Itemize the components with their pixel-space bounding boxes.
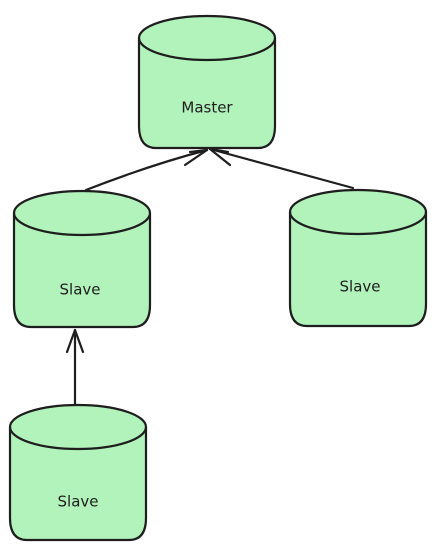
database-icon bbox=[12, 189, 152, 329]
node-slave-bottom-label: Slave bbox=[58, 493, 99, 511]
node-slave-right: Slave bbox=[288, 188, 428, 328]
node-master: Master bbox=[137, 14, 277, 150]
edge-slave-bottom-to-slave-left bbox=[65, 328, 85, 406]
node-slave-left: Slave bbox=[12, 189, 152, 329]
node-master-label: Master bbox=[181, 99, 233, 117]
node-slave-bottom: Slave bbox=[8, 403, 148, 542]
arrowhead-icon bbox=[183, 148, 209, 167]
database-icon bbox=[8, 403, 148, 542]
node-slave-left-label: Slave bbox=[60, 281, 101, 299]
database-icon bbox=[288, 188, 428, 328]
node-slave-right-label: Slave bbox=[340, 278, 381, 296]
arrowhead-icon bbox=[65, 328, 85, 354]
arrowhead-icon bbox=[208, 147, 232, 167]
edge-slave-left-to-master bbox=[84, 148, 209, 192]
edge-slave-right-to-master bbox=[208, 147, 355, 190]
database-icon bbox=[137, 14, 277, 150]
